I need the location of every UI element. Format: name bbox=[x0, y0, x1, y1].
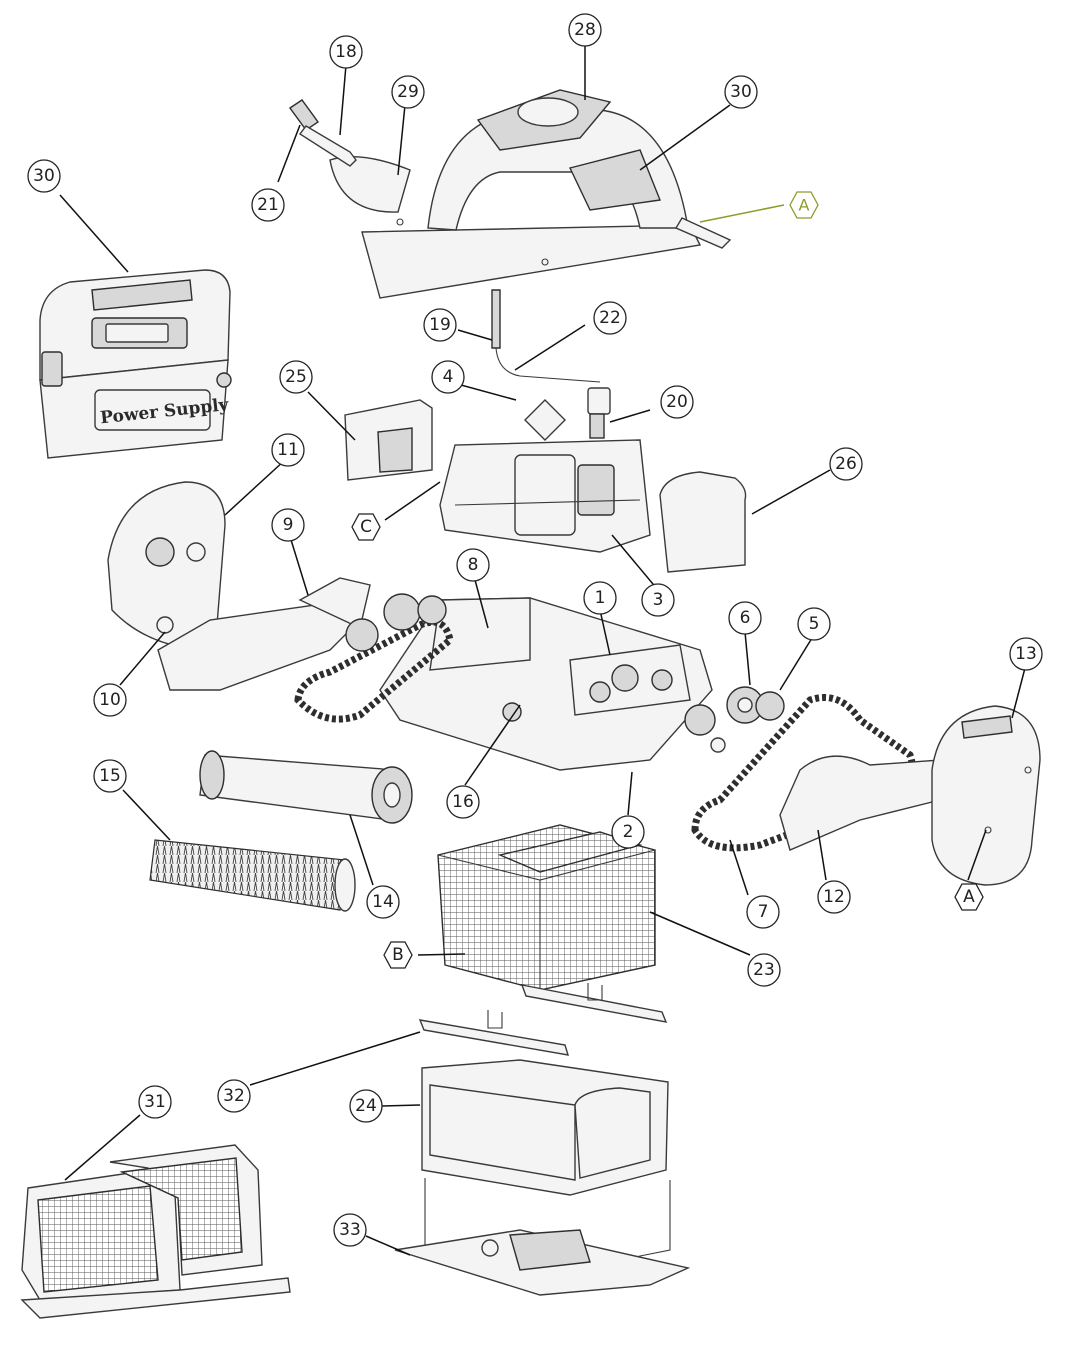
callout-1: 1 bbox=[583, 581, 617, 615]
callout-21: 21 bbox=[251, 188, 285, 222]
callout-18: 18 bbox=[329, 35, 363, 69]
svg-text:16: 16 bbox=[452, 792, 474, 812]
callout-20: 20 bbox=[660, 385, 694, 419]
track-right-part bbox=[691, 694, 916, 852]
callout-9: 9 bbox=[271, 508, 305, 542]
filter-cartridges-part bbox=[20, 1144, 291, 1319]
callout-19: 19 bbox=[423, 308, 457, 342]
brush-part bbox=[149, 839, 356, 912]
svg-text:31: 31 bbox=[144, 1092, 166, 1112]
svg-text:24: 24 bbox=[355, 1096, 377, 1116]
svg-text:3: 3 bbox=[653, 590, 664, 610]
callout-28: 28 bbox=[568, 13, 602, 47]
callout-4: 4 bbox=[431, 360, 465, 394]
svg-text:6: 6 bbox=[740, 608, 751, 628]
svg-text:28: 28 bbox=[574, 20, 596, 40]
svg-text:21: 21 bbox=[257, 195, 279, 215]
swivel-cable-part bbox=[491, 289, 611, 439]
svg-text:8: 8 bbox=[468, 555, 479, 575]
roller-part bbox=[199, 750, 413, 824]
bracket-right-part bbox=[779, 755, 941, 851]
svg-text:A: A bbox=[799, 196, 810, 215]
svg-text:5: 5 bbox=[809, 614, 820, 634]
callout-23: 23 bbox=[747, 953, 781, 987]
svg-text:14: 14 bbox=[372, 892, 394, 912]
svg-text:33: 33 bbox=[339, 1220, 361, 1240]
callout-hex-c: C bbox=[351, 513, 381, 541]
callout-hex-a-bottom: A bbox=[954, 883, 984, 911]
side-plate-left-part bbox=[107, 481, 226, 651]
power-supply-part: Power Supply bbox=[39, 269, 232, 459]
callout-15: 15 bbox=[93, 759, 127, 793]
svg-text:7: 7 bbox=[758, 902, 769, 922]
callout-24: 24 bbox=[349, 1089, 383, 1123]
power-cable-connector-part bbox=[289, 99, 357, 167]
svg-text:2: 2 bbox=[623, 822, 634, 842]
svg-text:18: 18 bbox=[335, 42, 357, 62]
callouts: 28 30 18 29 21 30 A 19 22 4 20 25 26 C 3… bbox=[27, 13, 1043, 1247]
callout-6: 6 bbox=[728, 601, 762, 635]
svg-text:4: 4 bbox=[443, 367, 454, 387]
svg-text:26: 26 bbox=[835, 454, 857, 474]
svg-text:13: 13 bbox=[1015, 644, 1037, 664]
callout-27: 30 bbox=[724, 75, 758, 109]
callout-hex-b: B bbox=[383, 941, 413, 969]
svg-text:15: 15 bbox=[99, 766, 121, 786]
drive-gear-part bbox=[684, 686, 785, 753]
callout-10: 10 bbox=[93, 683, 127, 717]
callout-29: 29 bbox=[391, 75, 425, 109]
svg-text:B: B bbox=[392, 945, 404, 965]
callout-13: 13 bbox=[1009, 637, 1043, 671]
callout-31: 31 bbox=[138, 1085, 172, 1119]
float-right-part bbox=[659, 471, 747, 573]
track-left-part bbox=[294, 593, 454, 723]
svg-text:A: A bbox=[963, 887, 975, 907]
svg-text:22: 22 bbox=[599, 308, 621, 328]
svg-text:9: 9 bbox=[283, 515, 294, 535]
basket-part bbox=[437, 824, 656, 991]
callout-25: 25 bbox=[279, 360, 313, 394]
float-left-part bbox=[344, 399, 433, 481]
bracket-left-part bbox=[157, 577, 371, 691]
svg-text:29: 29 bbox=[397, 82, 419, 102]
base-plate-part bbox=[394, 1178, 691, 1296]
callout-22: 22 bbox=[593, 301, 627, 335]
callout-8: 8 bbox=[456, 548, 490, 582]
callout-5: 5 bbox=[797, 607, 831, 641]
side-plate-right-part bbox=[931, 705, 1041, 886]
svg-text:C: C bbox=[360, 517, 372, 537]
callout-2: 2 bbox=[611, 815, 645, 849]
callout-11: 11 bbox=[271, 433, 305, 467]
svg-text:30: 30 bbox=[33, 166, 55, 186]
callout-30: 30 bbox=[27, 159, 61, 193]
callout-12: 12 bbox=[817, 880, 851, 914]
svg-text:12: 12 bbox=[823, 887, 845, 907]
callout-7: 7 bbox=[746, 895, 780, 929]
callout-32: 32 bbox=[217, 1079, 251, 1113]
callout-26: 26 bbox=[829, 447, 863, 481]
svg-text:11: 11 bbox=[277, 440, 299, 460]
filter-clip-part bbox=[418, 983, 668, 1056]
svg-text:25: 25 bbox=[285, 367, 307, 387]
callout-3: 3 bbox=[641, 583, 675, 617]
svg-text:19: 19 bbox=[429, 315, 451, 335]
top-hood-part bbox=[329, 89, 732, 299]
callout-hex-a-top: A bbox=[789, 191, 819, 219]
motor-unit-part bbox=[439, 399, 651, 553]
chassis-part bbox=[379, 597, 713, 771]
filter-housing-part bbox=[421, 1059, 669, 1196]
svg-text:23: 23 bbox=[753, 960, 775, 980]
callout-14: 14 bbox=[366, 885, 400, 919]
callout-33: 33 bbox=[333, 1213, 367, 1247]
svg-text:32: 32 bbox=[223, 1086, 245, 1106]
leader-lines bbox=[59, 45, 1026, 1256]
svg-text:20: 20 bbox=[666, 392, 688, 412]
callout-16: 16 bbox=[446, 785, 480, 819]
svg-text:10: 10 bbox=[99, 690, 121, 710]
svg-text:30: 30 bbox=[730, 82, 752, 102]
svg-text:1: 1 bbox=[595, 588, 606, 608]
